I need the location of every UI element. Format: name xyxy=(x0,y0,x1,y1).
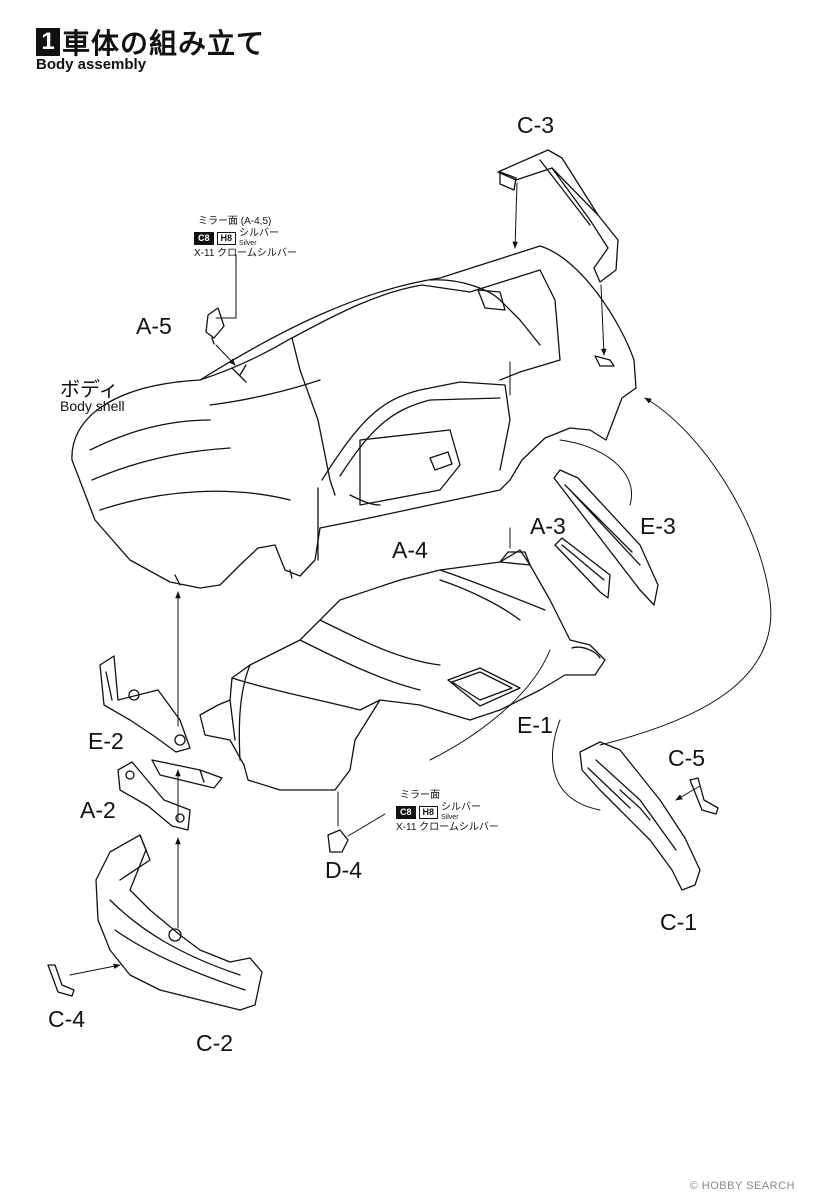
paint-callout-mirror-d: ミラー面 C8 H8 シルバー Silver X-11 クロームシルバー xyxy=(396,790,499,834)
label-a4: A-4 xyxy=(392,537,428,563)
label-a5: A-5 xyxy=(136,313,172,339)
paint-d-code1: C8 xyxy=(396,805,416,819)
paint-a-code1: C8 xyxy=(194,231,214,245)
label-c3: C-3 xyxy=(517,112,555,138)
paint-d-line2: X-11 クロームシルバー xyxy=(396,822,499,833)
grille-piece xyxy=(151,759,223,789)
step-subtitle: Body assembly xyxy=(36,56,147,73)
body-shell xyxy=(71,245,637,589)
paint-a-name-jp: シルバー xyxy=(239,228,280,239)
label-e1: E-1 xyxy=(517,712,553,738)
label-c5: C-5 xyxy=(668,745,706,771)
paint-d-code2: H8 xyxy=(418,805,439,819)
rear-wing-c3 xyxy=(497,149,619,283)
paint-callout-mirror-a: ミラー面 (A-4,5) C8 H8 シルバー Silver X-11 クローム… xyxy=(194,216,297,260)
label-d4: D-4 xyxy=(325,857,363,883)
paint-d-header: ミラー面 xyxy=(400,790,440,801)
label-body-en: Body shell xyxy=(60,398,125,414)
part-c5 xyxy=(689,777,719,815)
step-title: 車体の組み立て xyxy=(62,28,266,59)
paint-d-name: シルバー Silver xyxy=(441,802,481,822)
paint-a-code2: H8 xyxy=(216,231,237,245)
step-number: 1 xyxy=(36,28,60,56)
part-c4 xyxy=(47,964,75,997)
part-d4 xyxy=(327,829,349,853)
paint-d-row: C8 H8 シルバー Silver xyxy=(396,802,499,822)
label-a2: A-2 xyxy=(80,797,116,823)
paint-a-name-en: Silver xyxy=(239,240,257,247)
side-skirt-e3 xyxy=(553,469,659,606)
front-bumper-c2 xyxy=(95,834,263,1011)
paint-a-line2: X-11 クロームシルバー xyxy=(194,248,297,259)
paint-d-name-jp: シルバー xyxy=(441,802,482,813)
mirror-a5 xyxy=(205,307,225,345)
paint-d-name-en: Silver xyxy=(441,814,459,821)
label-body-jp: ボディ xyxy=(60,379,119,401)
assembly-arrows xyxy=(69,182,772,976)
label-e2: E-2 xyxy=(88,728,124,754)
rear-bumper-c1 xyxy=(579,741,701,891)
paint-a-header: ミラー面 (A-4,5) xyxy=(198,216,272,227)
watermark: © HOBBY SEARCH xyxy=(689,1180,795,1192)
label-c1: C-1 xyxy=(660,909,698,935)
front-bracket-a2 xyxy=(117,761,191,831)
front-bracket-e2 xyxy=(99,655,191,753)
step-header: 1 車体の組み立て xyxy=(36,22,265,62)
paint-a-name: シルバー Silver xyxy=(239,228,279,248)
label-a3: A-3 xyxy=(530,513,566,539)
side-skirt-a3 xyxy=(554,537,611,599)
lower-body-e1 xyxy=(199,549,606,791)
label-c4: C-4 xyxy=(48,1006,86,1032)
label-e3: E-3 xyxy=(640,513,676,539)
paint-a-row: C8 H8 シルバー Silver xyxy=(194,228,297,248)
label-c2: C-2 xyxy=(196,1030,234,1056)
